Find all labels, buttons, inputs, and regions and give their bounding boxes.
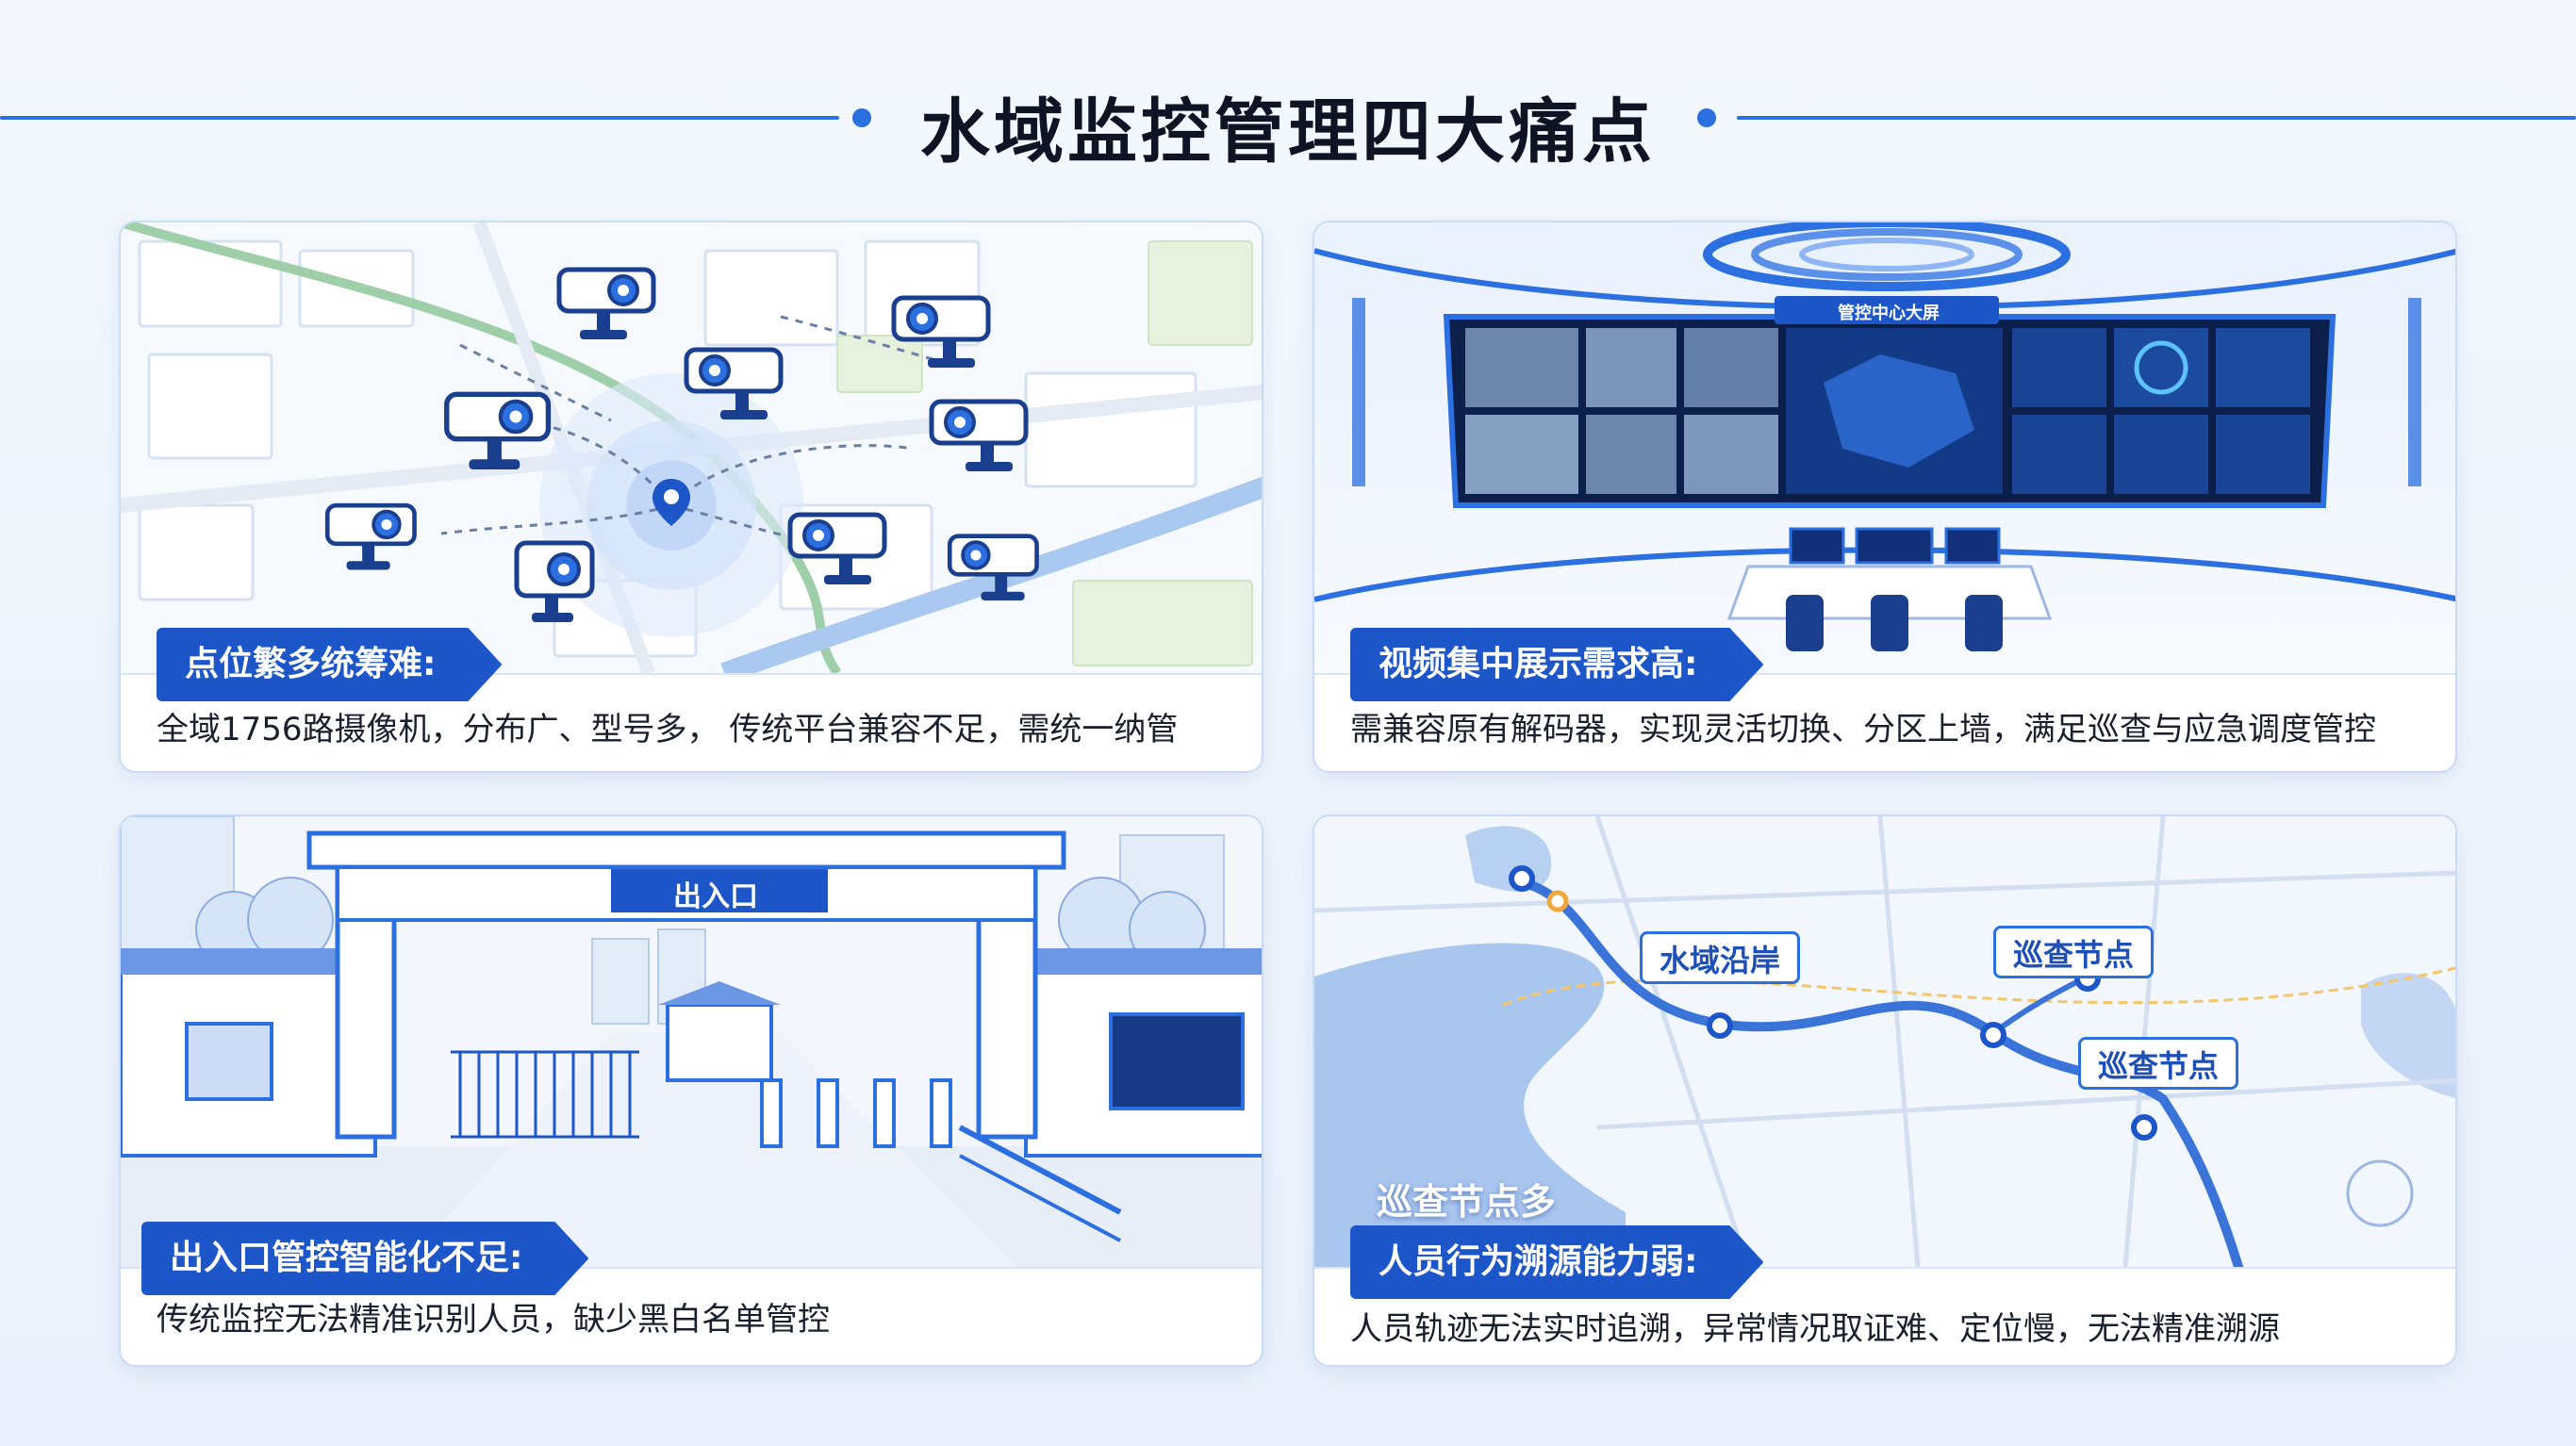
pain-point-tag: 视频集中展示需求高:: [1350, 628, 1763, 701]
camera-icon: [444, 391, 552, 469]
card-divider: [121, 673, 1262, 675]
map-overlay-text: 巡查节点多: [1377, 1181, 1557, 1223]
screen-label: 管控中心大屏: [1838, 304, 1940, 323]
camera-icon: [324, 502, 417, 570]
card-divider: [1314, 673, 2455, 675]
card-divider: [1314, 1267, 2455, 1269]
pain-point-tag: 人员行为溯源能力弱:: [1350, 1225, 1763, 1299]
location-pin-icon: [652, 479, 690, 526]
card-divider: [121, 1267, 1262, 1269]
camera-icon: [556, 267, 656, 339]
camera-icon: [684, 347, 784, 419]
title-divider-right: [1737, 116, 2576, 120]
gate-sign: 出入口: [673, 880, 758, 913]
pain-point-card-video-wall: 管控中心大屏 视频集中展示需求高: 需兼容原有解码器，实现灵活切换、分区上墙，满…: [1313, 221, 2457, 773]
title-bar: 水域监控管理四大痛点: [0, 66, 2576, 173]
camera-icon: [947, 534, 1039, 600]
title-dot-right: [1697, 108, 1716, 127]
pain-point-description: 需兼容原有解码器，实现灵活切换、分区上墙，满足巡查与应急调度管控: [1350, 711, 2376, 748]
pain-point-card-tracking: 水域沿岸 巡查节点 巡查节点 巡查节点多 人员行为溯源能力弱: 人员轨迹无法实时…: [1313, 814, 2457, 1367]
camera-icon: [929, 399, 1029, 471]
pain-point-card-entrance: 出入口 出入口管控智能化不足: 传统监控无法精准识别人员，缺少黑白名单管控: [119, 814, 1263, 1367]
pain-point-tag: 出入口管控智能化不足:: [141, 1222, 588, 1295]
title-dot-left: [852, 108, 871, 127]
camera-icon: [787, 512, 887, 584]
map-label-shore: 水域沿岸: [1640, 931, 1801, 984]
page-title: 水域监控管理四大痛点: [920, 91, 1656, 173]
map-label-patrol-node: 巡查节点: [2078, 1037, 2239, 1090]
pain-point-description: 人员轨迹无法实时追溯，异常情况取证难、定位慢，无法精准溯源: [1350, 1310, 2280, 1348]
camera-map-illustration: [121, 222, 1262, 673]
map-label-patrol-node: 巡查节点: [1993, 926, 2155, 978]
pain-point-card-cameras: 点位繁多统筹难: 全域1756路摄像机，分布广、型号多， 传统平台兼容不足，需统…: [119, 221, 1263, 773]
pain-point-description: 全域1756路摄像机，分布广、型号多， 传统平台兼容不足，需统一纳管: [157, 711, 1179, 748]
patrol-map-illustration: 水域沿岸 巡查节点 巡查节点 巡查节点多: [1314, 816, 2455, 1267]
pain-point-tag: 点位繁多统筹难:: [157, 628, 502, 701]
camera-icon: [514, 540, 595, 622]
camera-icon: [891, 295, 991, 368]
pain-point-description: 传统监控无法精准识别人员，缺少黑白名单管控: [157, 1301, 830, 1339]
entrance-gate-illustration: 出入口: [121, 816, 1262, 1267]
title-divider-left: [0, 116, 839, 120]
control-center-illustration: 管控中心大屏: [1314, 222, 2455, 673]
